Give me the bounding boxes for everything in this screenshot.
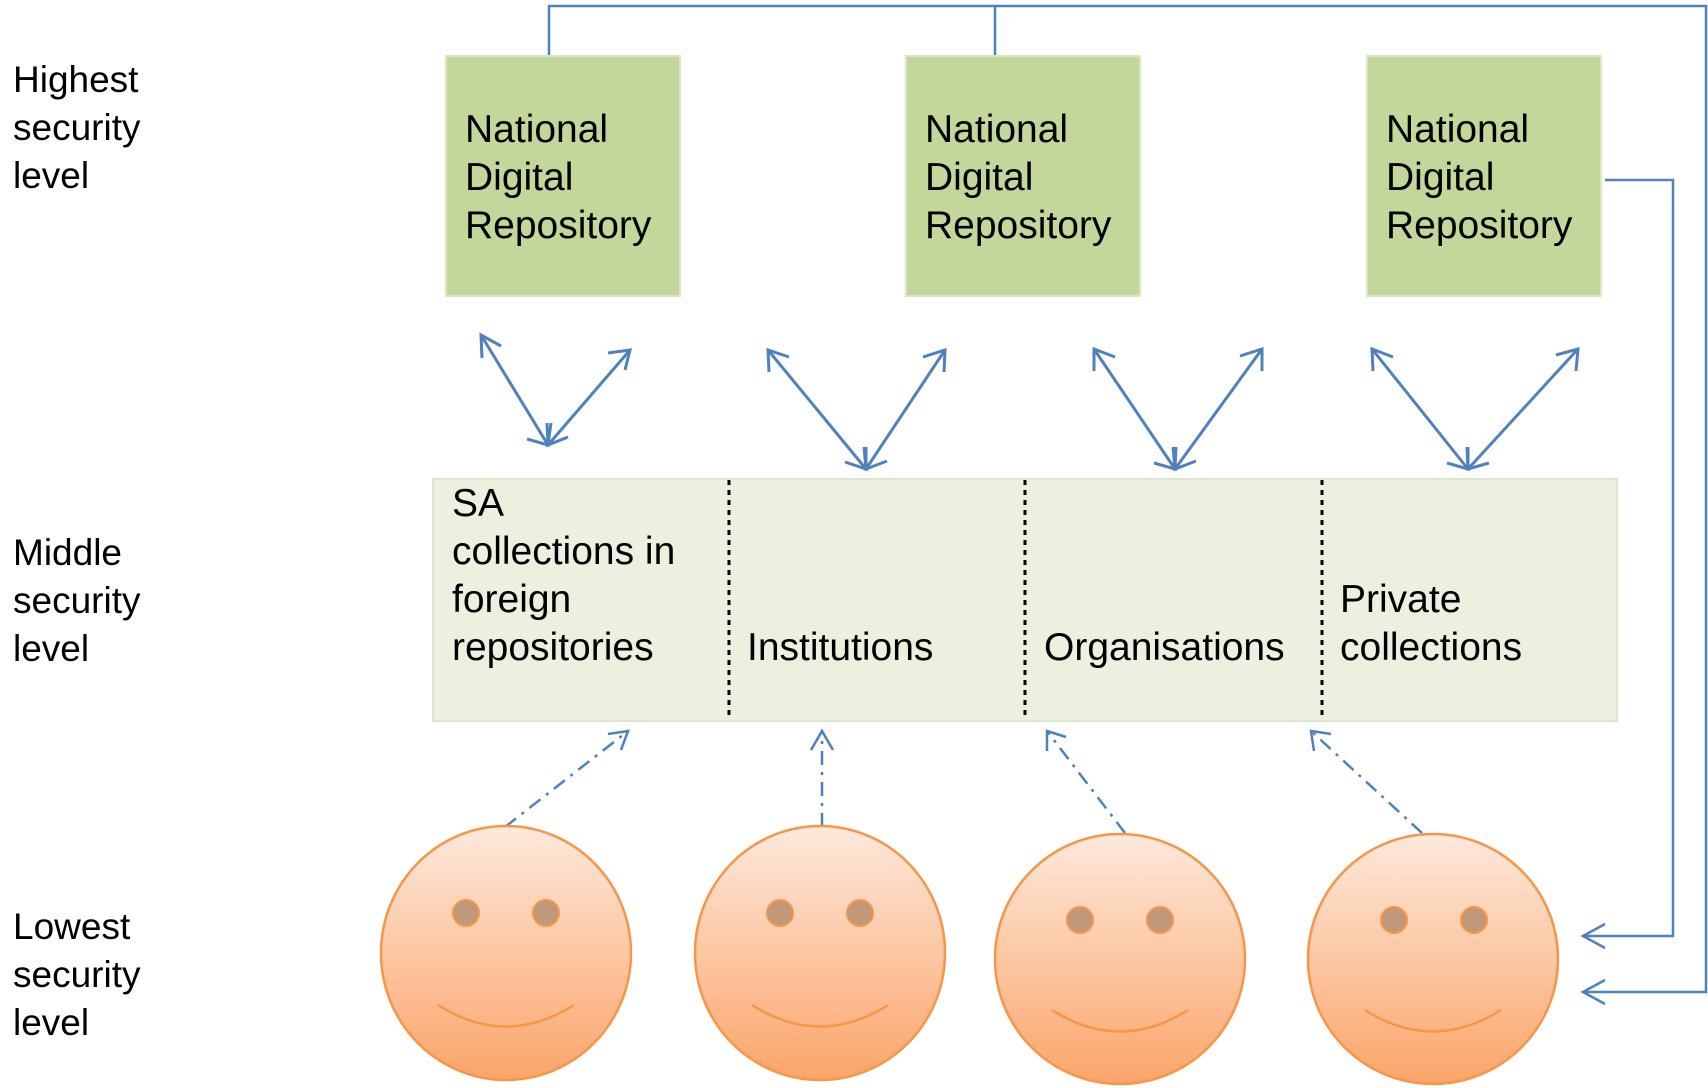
level-line: Middle bbox=[13, 532, 122, 573]
segment-line: Institutions bbox=[747, 626, 934, 669]
segment-line: collections in bbox=[452, 530, 676, 573]
level-line: level bbox=[13, 1002, 90, 1043]
feedback-arrowhead-1 bbox=[1580, 922, 1606, 950]
repository-line: Repository bbox=[925, 204, 1112, 247]
level-label-lowest: Lowest security level bbox=[13, 903, 140, 1047]
level-line: security bbox=[13, 107, 141, 148]
feedback-arrowhead-2 bbox=[1580, 978, 1606, 1006]
request-arrow-4 bbox=[1309, 729, 1423, 834]
middle-level-box: SA collections in foreign repositories I… bbox=[432, 478, 1618, 722]
level-line: level bbox=[13, 155, 90, 196]
feedback-line-3 bbox=[1583, 178, 1675, 938]
repository-line: Digital bbox=[1386, 156, 1495, 199]
level-line: level bbox=[13, 628, 90, 669]
repository-line: National bbox=[465, 108, 609, 151]
segment-private-collections: Private collections bbox=[1340, 576, 1522, 672]
exchange-arrow-pair-4 bbox=[1370, 346, 1580, 472]
request-arrow-2 bbox=[809, 728, 835, 827]
request-arrow-1 bbox=[504, 729, 630, 828]
repository-label: National Digital Repository bbox=[1386, 106, 1572, 250]
repository-line: National bbox=[1386, 108, 1530, 151]
segment-line: collections bbox=[1340, 626, 1523, 669]
feedback-line-1 bbox=[547, 4, 1708, 994]
feedback-lines bbox=[547, 4, 1708, 1006]
segment-line: SA bbox=[452, 482, 505, 525]
segment-line: repositories bbox=[452, 626, 654, 669]
level-line: security bbox=[13, 580, 141, 621]
level-label-middle: Middle security level bbox=[13, 529, 140, 673]
level-line: Lowest bbox=[13, 906, 131, 947]
level-label-highest: Highest security level bbox=[13, 56, 140, 200]
segment-line: Private bbox=[1340, 578, 1462, 621]
user-smiley-3 bbox=[993, 832, 1247, 1086]
repository-box-1: National Digital Repository bbox=[445, 55, 681, 297]
segment-dividers bbox=[727, 480, 1324, 720]
segment-institutions: Institutions bbox=[747, 624, 933, 672]
segment-organisations: Organisations bbox=[1044, 624, 1285, 672]
exchange-arrows bbox=[479, 332, 1580, 472]
repository-label: National Digital Repository bbox=[925, 106, 1111, 250]
level-line: Highest bbox=[13, 59, 139, 100]
user-smiley-2 bbox=[693, 824, 947, 1082]
repository-line: Digital bbox=[465, 156, 574, 199]
segment-sa-collections: SA collections in foreign repositories bbox=[452, 480, 675, 672]
exchange-arrow-pair-2 bbox=[766, 347, 947, 472]
request-arrows bbox=[504, 728, 1423, 834]
request-arrow-3 bbox=[1045, 729, 1126, 834]
repository-box-2: National Digital Repository bbox=[905, 55, 1141, 297]
exchange-arrow-pair-3 bbox=[1092, 346, 1264, 472]
exchange-arrow-pair-1 bbox=[479, 332, 632, 448]
repository-label: National Digital Repository bbox=[465, 106, 651, 250]
repository-line: National bbox=[925, 108, 1069, 151]
segment-line: Organisations bbox=[1044, 626, 1285, 669]
repository-line: Digital bbox=[925, 156, 1034, 199]
user-smiley-1 bbox=[379, 824, 633, 1082]
segment-line: foreign bbox=[452, 578, 572, 621]
repository-line: Repository bbox=[1386, 204, 1573, 247]
repository-box-3: National Digital Repository bbox=[1366, 55, 1602, 297]
level-line: security bbox=[13, 954, 141, 995]
repository-line: Repository bbox=[465, 204, 652, 247]
user-smiley-4 bbox=[1306, 832, 1560, 1086]
